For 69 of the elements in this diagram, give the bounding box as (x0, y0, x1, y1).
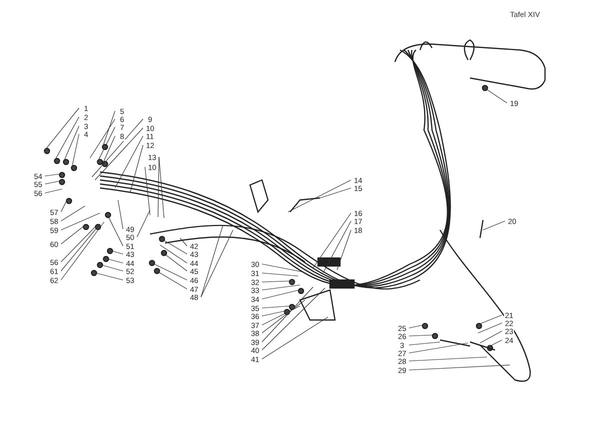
leader-line (44, 188, 62, 194)
leader-line (262, 264, 304, 272)
leader-line (108, 250, 124, 254)
leader-line (60, 224, 100, 272)
leader-line (94, 128, 144, 180)
leader-line (408, 342, 440, 346)
leader-line (60, 200, 68, 212)
leader-line (54, 116, 80, 160)
leader-line (162, 252, 188, 272)
leader-line (320, 188, 352, 198)
leader-line (312, 212, 352, 268)
leader-line (98, 264, 124, 272)
leader-line (262, 300, 306, 334)
leader-line (150, 262, 188, 280)
leader-line (60, 226, 96, 262)
leader-line (102, 110, 116, 146)
leader-line (104, 258, 124, 264)
leader-line (136, 210, 150, 238)
leader-line (262, 288, 326, 350)
leader-line (482, 220, 506, 230)
leader-line (92, 118, 144, 178)
leader-line (262, 306, 300, 326)
leader-line (488, 340, 502, 348)
leader-line (158, 156, 164, 218)
leader-line (60, 226, 84, 244)
leader-line (60, 206, 86, 222)
leader-line (262, 306, 290, 308)
leader-line (408, 334, 434, 336)
leader-line (98, 126, 116, 162)
leader-line (262, 290, 300, 300)
leader-line (114, 136, 144, 188)
leader-line (144, 166, 150, 216)
leader-line (102, 136, 116, 164)
leader-line (158, 156, 160, 218)
leader-line (482, 86, 508, 104)
leader-line (180, 238, 188, 246)
leader-line (480, 330, 502, 344)
leader-line (92, 272, 124, 280)
leader-line (60, 212, 100, 230)
leader-line (262, 284, 300, 290)
leader-line (160, 244, 188, 264)
leader-line (130, 144, 144, 194)
leader-line (108, 216, 124, 246)
leader-line (44, 174, 60, 176)
leader-line (322, 220, 352, 274)
leader-line (262, 310, 286, 316)
leader-line (262, 316, 328, 360)
leader-line (262, 280, 290, 282)
leader-line (200, 224, 224, 298)
leader-line (262, 272, 298, 276)
leader-line (72, 134, 80, 168)
leader-line (60, 222, 104, 280)
leader-line (160, 238, 188, 254)
leader-line (44, 180, 60, 184)
leader-line (408, 364, 510, 370)
leader-line (262, 286, 314, 342)
leader-line (408, 324, 424, 328)
leader-line (90, 118, 116, 158)
leader-line (476, 314, 502, 326)
leader-line (478, 322, 502, 334)
leader-line (64, 126, 80, 162)
leader-line (118, 200, 124, 230)
leader-line (154, 270, 188, 290)
leader-line (336, 230, 352, 270)
leader-line (288, 180, 352, 212)
leader-line (44, 108, 80, 150)
leader-line (200, 230, 234, 298)
leader-line (408, 356, 488, 362)
leader-line (408, 342, 468, 354)
